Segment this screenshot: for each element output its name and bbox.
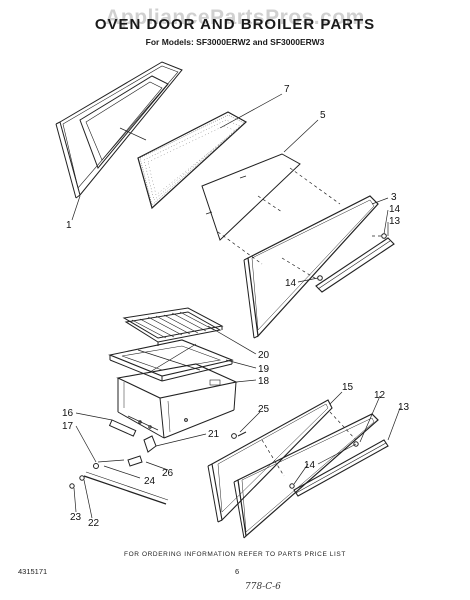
callout-14-broiler: 14 xyxy=(304,460,316,471)
callout-15: 15 xyxy=(342,382,354,393)
callout-5: 5 xyxy=(320,110,326,121)
broiler-outer-door xyxy=(233,413,389,539)
broiler-inner-panel xyxy=(207,399,333,523)
watermark-text: AppliancePartsPros.com xyxy=(105,6,365,29)
callout-13-door: 13 xyxy=(389,216,401,227)
door-glass xyxy=(201,153,301,241)
drawer-slide-rod xyxy=(69,459,169,505)
callout-25: 25 xyxy=(258,404,270,415)
callout-14-door: 14 xyxy=(389,204,401,215)
callout-19: 19 xyxy=(258,364,270,375)
door-insulation xyxy=(137,111,248,210)
callout-23: 23 xyxy=(70,512,82,523)
callout-labels: 1 7 5 3 14 13 14 20 19 18 25 16 17 21 26… xyxy=(62,84,410,529)
ordering-info-footer: FOR ORDERING INFORMATION REFER TO PARTS … xyxy=(124,551,346,558)
callout-21: 21 xyxy=(208,429,220,440)
callout-7: 7 xyxy=(284,84,290,95)
outer-door xyxy=(243,195,395,339)
callout-20: 20 xyxy=(258,350,270,361)
callout-16: 16 xyxy=(62,408,74,419)
callout-18: 18 xyxy=(258,376,270,387)
screw xyxy=(231,431,247,439)
document-number: 4315171 xyxy=(18,567,48,576)
assembly-lines xyxy=(217,167,382,477)
callout-26: 26 xyxy=(162,468,174,479)
small-bracket xyxy=(127,435,157,467)
slide-bracket xyxy=(108,419,137,437)
broiler-pan xyxy=(108,339,234,382)
callout-12: 12 xyxy=(374,390,386,401)
callout-24: 24 xyxy=(144,476,156,487)
page-title: OVEN DOOR AND BROILER PARTS xyxy=(94,16,376,33)
model-subtitle: For Models: SF3000ERW2 and SF3000ERW3 xyxy=(145,37,325,47)
callout-13-broiler: 13 xyxy=(398,402,410,413)
callout-1: 1 xyxy=(66,220,72,231)
broiler-grid xyxy=(122,307,224,346)
leader-lines xyxy=(71,93,401,519)
page-number: 6 xyxy=(235,567,240,576)
callout-22: 22 xyxy=(88,518,100,529)
callout-3: 3 xyxy=(391,192,397,203)
broiler-drawer xyxy=(116,363,238,439)
inner-door-panel xyxy=(55,61,183,199)
callout-14-handle: 14 xyxy=(285,278,297,289)
handwritten-note: 778-C-6 xyxy=(245,582,281,592)
callout-17: 17 xyxy=(62,421,74,432)
